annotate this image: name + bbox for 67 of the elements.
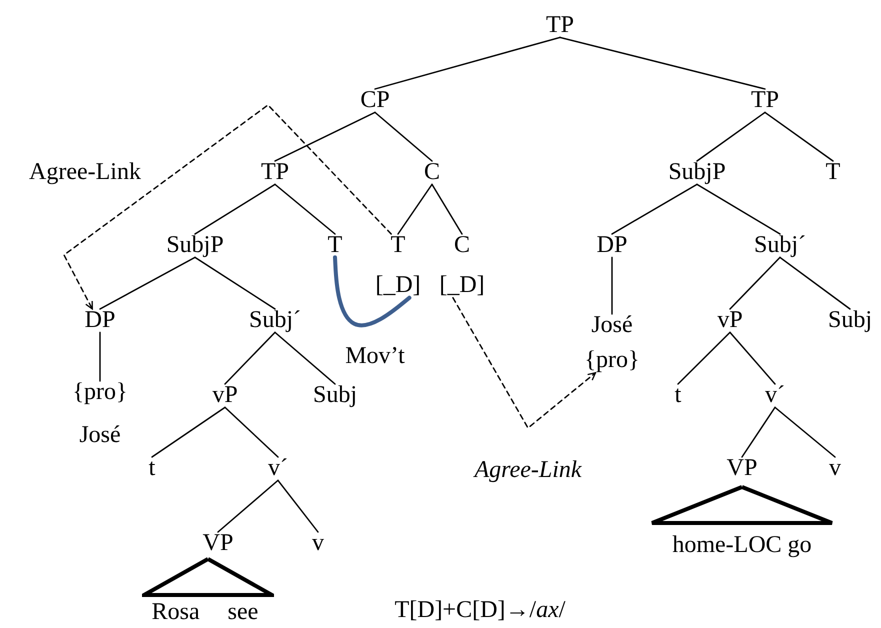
tree-node-label: TP	[261, 159, 289, 186]
tree-branch	[764, 112, 834, 162]
tree-node-label: Subj	[313, 382, 357, 408]
tree-node-label: Rosa see	[152, 599, 258, 626]
tree-node-label: Subj´	[249, 307, 301, 334]
tree-node-label: v	[829, 455, 841, 482]
tree-node-label: SubjP	[166, 232, 224, 258]
tree-node-label: T	[390, 232, 406, 258]
tree-node-label: José	[590, 312, 634, 338]
agree-link-arrow	[452, 297, 596, 430]
tree-node-label: Subj´	[754, 232, 806, 258]
tree-branch	[779, 256, 851, 310]
tree-branch	[194, 256, 276, 310]
tree-node-label: {pro}	[72, 379, 128, 406]
tree-node-label: T	[328, 232, 342, 258]
tree-node-label: [_D]	[439, 272, 485, 299]
movement-curve	[333, 255, 412, 328]
tree-branch	[397, 184, 433, 235]
tree-node-label: José	[78, 422, 122, 449]
tree-branch	[99, 332, 101, 382]
tree-node-label: t	[674, 382, 682, 408]
agree-link-arrow	[63, 104, 392, 310]
tree-branch	[194, 184, 276, 235]
tree-node-label: v´	[268, 455, 288, 482]
tree-branch	[274, 184, 336, 235]
tree-branch	[741, 406, 776, 458]
tree-branch	[611, 184, 698, 235]
tree-node-label: Subj	[828, 307, 872, 334]
tree-branch	[217, 480, 279, 533]
tree-branch	[431, 184, 463, 235]
tree-branch	[277, 480, 319, 533]
tree-node-label: vP	[717, 307, 743, 334]
tree-branch	[559, 36, 766, 90]
tree-node-label: home-LOC go	[672, 532, 812, 558]
tree-node-label: T	[826, 159, 840, 186]
tree-node-label: VP	[726, 455, 758, 482]
tree-branch	[729, 332, 776, 385]
tree-branch	[99, 256, 196, 310]
tree-branch	[274, 332, 336, 385]
tree-node-label: TP	[546, 12, 574, 38]
tree-node-label: DP	[596, 232, 628, 258]
tree-branch	[224, 332, 276, 385]
tree-node-label: v	[312, 530, 324, 556]
tree-branch	[696, 184, 781, 235]
formula-label: T[D]+C[D]→/ax/	[394, 597, 566, 624]
tree-branch	[374, 36, 561, 90]
tree-branch	[274, 112, 376, 162]
tree-branch	[774, 406, 836, 458]
tree-branch	[151, 406, 226, 458]
tree-node-label: C	[424, 159, 440, 186]
tree-node-label: [_D]	[375, 272, 421, 299]
tree-node-label: CP	[360, 87, 390, 114]
tree-branch	[696, 112, 766, 162]
tree-branch	[224, 406, 279, 458]
tree-node-label: vP	[212, 382, 238, 408]
tree-node-label: DP	[84, 307, 116, 334]
tree-node-label: VP	[202, 530, 234, 556]
tree-node-label: SubjP	[668, 159, 726, 186]
tree-node-label: t	[148, 455, 156, 482]
tree-branch	[611, 256, 613, 315]
tree-node-label: TP	[751, 87, 779, 114]
tree-branch	[374, 112, 433, 162]
tree-branch	[677, 332, 731, 385]
tree-node-label: {pro}	[584, 347, 640, 374]
tree-node-label: C	[453, 232, 471, 258]
tree-branch	[729, 256, 781, 310]
tree-node-label: v´	[765, 382, 785, 408]
